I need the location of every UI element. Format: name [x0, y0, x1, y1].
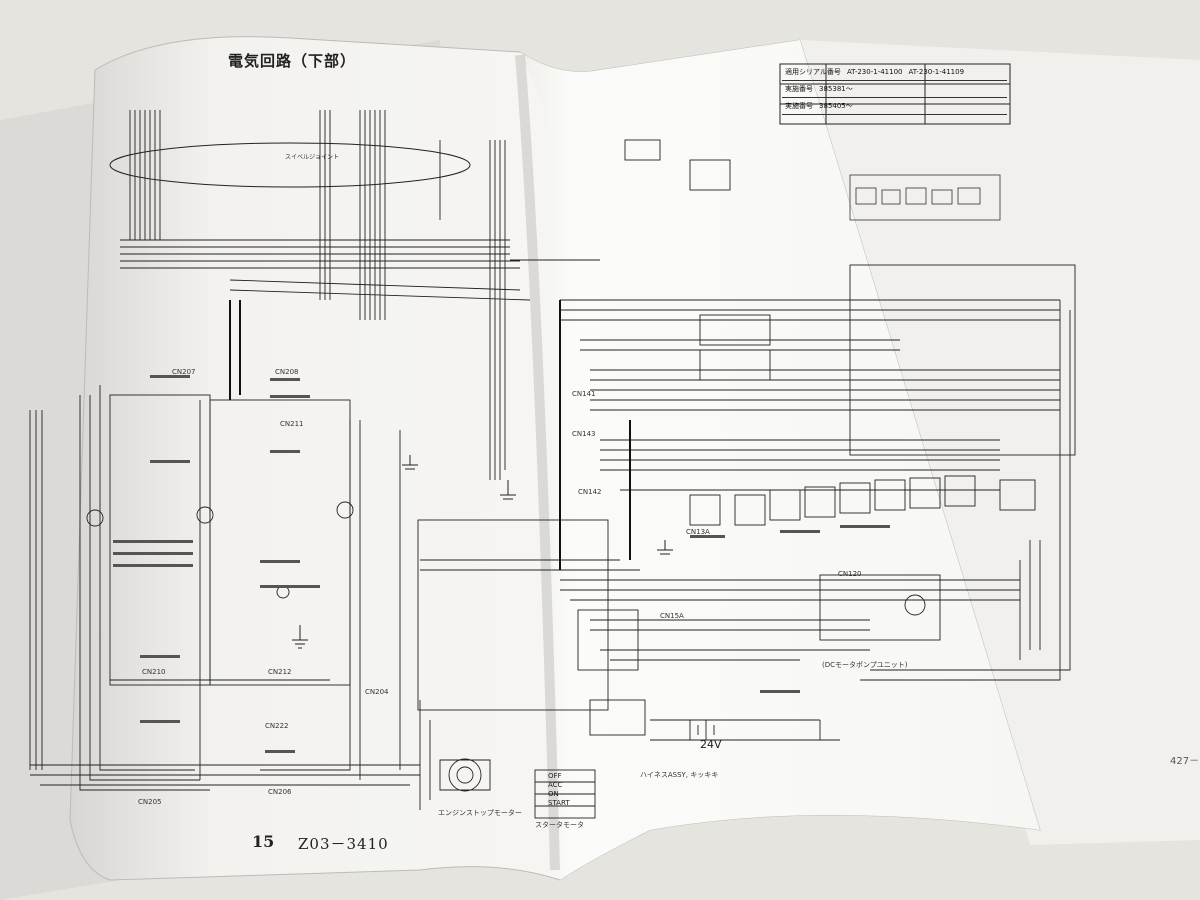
battery-voltage-label: 24V: [700, 738, 722, 751]
serial-table: 適用シリアル番号 AT-230-1-41100 AT-230-1-41109 実…: [782, 64, 1007, 115]
serial-row-2: 実施番号 385381～: [782, 81, 1007, 98]
engine-stop-motor-label: エンジンストップモーター: [438, 809, 522, 817]
key-pos-acc: ACC: [548, 781, 563, 789]
right-page-edge-text: 427－: [1170, 756, 1200, 767]
connector-label: CN206: [268, 788, 292, 796]
serial-row-2-value: 385381～: [819, 85, 853, 93]
diagram-title: 電気回路（下部）: [228, 52, 357, 70]
connector-label: CN205: [138, 798, 162, 806]
serial-value-1: AT-230-1-41100: [846, 68, 903, 76]
serial-value-2: AT-230-1-41109: [908, 68, 965, 76]
connector-label: CN211: [280, 420, 304, 428]
connector-label: CN142: [578, 488, 602, 496]
serial-row-1: 適用シリアル番号 AT-230-1-41100 AT-230-1-41109: [782, 64, 1007, 81]
connector-label: CN222: [265, 722, 289, 730]
starter-motor-label: スタータモータ: [535, 821, 584, 829]
connector-label: CN13A: [686, 528, 710, 536]
right-back-page: [800, 40, 1200, 845]
key-pos-off: OFF: [548, 772, 562, 780]
serial-row-3-value: 385405～: [819, 102, 853, 110]
connector-label: CN204: [365, 688, 389, 696]
key-pos-on: ON: [548, 790, 559, 798]
connector-label: CN212: [268, 668, 292, 676]
serial-row-2-label: 実施番号: [785, 85, 813, 93]
document-number: Z03－3410: [298, 835, 389, 853]
swivel-joint-label: スイベルジョイント: [285, 154, 340, 161]
key-pos-start: START: [548, 799, 570, 807]
serial-row-3-label: 実施番号: [785, 102, 813, 110]
key-switch-assy-label: ハイネスASSY, キッキキ: [640, 771, 719, 779]
connector-label: CN15A: [660, 612, 684, 620]
connector-label: CN207: [172, 368, 196, 376]
serial-row-3: 実施番号 385405～: [782, 98, 1007, 115]
connector-label: CN120: [838, 570, 862, 578]
page-number: 15: [252, 832, 275, 851]
connector-label: CN141: [572, 390, 596, 398]
connector-label: CN143: [572, 430, 596, 438]
serial-header: 適用シリアル番号: [785, 68, 841, 76]
dc-unit-label: (DCモータポンプユニット): [822, 661, 908, 669]
connector-label: CN210: [142, 668, 166, 676]
connector-label: CN208: [275, 368, 299, 376]
key-position-list: OFF ACC ON START: [548, 772, 570, 808]
